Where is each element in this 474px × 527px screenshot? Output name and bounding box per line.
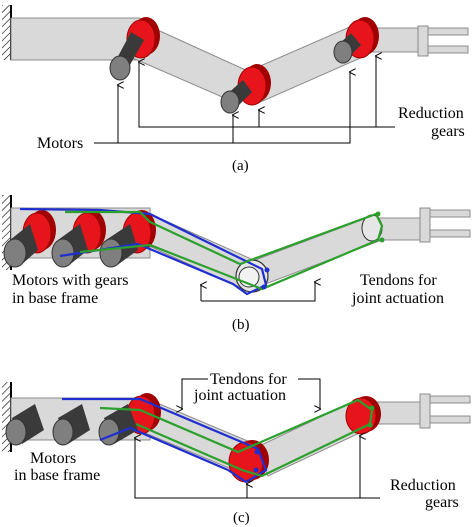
base-motor-1	[5, 404, 44, 446]
label-motors-c-line1: Motors	[30, 450, 76, 467]
label-tendons-c-line2: joint actuation	[193, 387, 286, 404]
tendon-anchors-c	[253, 405, 375, 473]
panel-b-pointers	[201, 282, 315, 302]
tendon-anchors-b	[261, 211, 385, 290]
joint2-gear-motor	[220, 64, 271, 114]
gripper	[417, 25, 469, 57]
ground-hatch	[2, 382, 11, 452]
tendon-blue	[62, 397, 268, 484]
tendon-green	[65, 210, 384, 291]
label-motors-a: Motors	[37, 135, 83, 152]
joint1-gear-motor	[109, 17, 160, 81]
tendons-b	[19, 207, 384, 296]
label-reduction-gears-a-line1: Reduction	[398, 105, 464, 122]
label-reduction-gears-a-line2: gears	[431, 123, 465, 140]
base-motor-1	[3, 210, 56, 268]
label-tendons-c-line1: Tendons for	[210, 371, 287, 388]
panel-c-pointers	[135, 378, 380, 499]
gripper	[419, 393, 471, 429]
label-tendons-b-line1: Tendons for	[360, 272, 437, 289]
label-reduction-gears-c-line1: Reduction	[390, 477, 456, 494]
gripper	[419, 207, 471, 243]
caption-a: (a)	[232, 158, 249, 174]
panel-b: Motors with gears in base frame Tendons …	[2, 195, 471, 333]
panel-a-pointers	[94, 56, 395, 144]
caption-c: (c)	[233, 510, 250, 526]
ground-hatch	[2, 195, 11, 270]
label-motors-c-line2: in base frame	[14, 467, 100, 484]
base-motor-2	[52, 404, 90, 446]
joint3-gear-motor	[333, 17, 379, 64]
panel-a: Motors Reduction gears (a)	[2, 5, 469, 174]
panel-c: Tendons for joint actuation Motors in ba…	[2, 371, 471, 526]
caption-b: (b)	[232, 317, 250, 333]
label-reduction-gears-c-line2: gears	[425, 494, 459, 511]
ground-hatch	[2, 5, 11, 60]
label-motors-with-gears-line1: Motors with gears	[12, 272, 128, 289]
label-motors-with-gears-line2: in base frame	[12, 290, 98, 307]
label-tendons-b-line2: joint actuation	[351, 290, 444, 307]
